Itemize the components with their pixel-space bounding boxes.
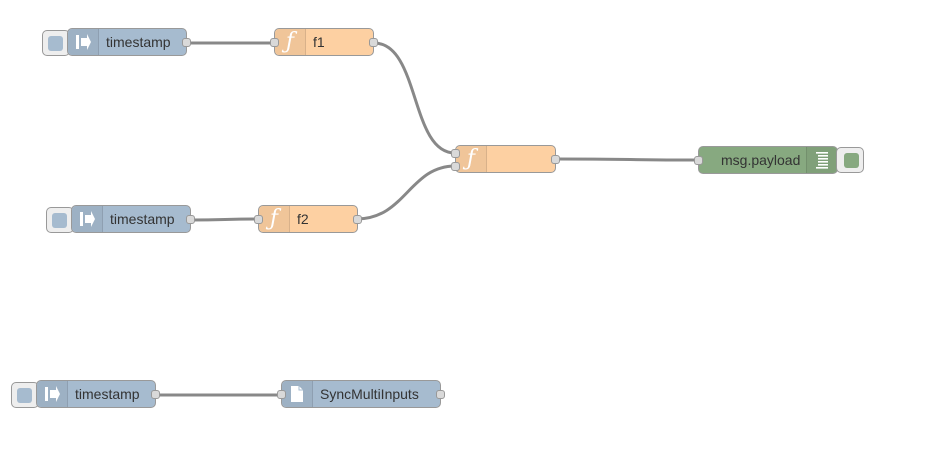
- function-icon: ƒ: [275, 29, 306, 55]
- inject-node[interactable]: timestamp: [71, 205, 195, 233]
- node-label: timestamp: [106, 34, 171, 50]
- input-port-1[interactable]: [451, 149, 460, 158]
- output-port[interactable]: [182, 38, 191, 47]
- inject-button-fill: [48, 36, 63, 51]
- debug-node[interactable]: msg.payload: [694, 146, 838, 174]
- debug-list-icon: [806, 147, 837, 173]
- output-port[interactable]: [186, 215, 195, 224]
- wire-f1-to-merge[interactable]: [373, 41, 456, 155]
- node-label: SyncMultiInputs: [320, 386, 419, 402]
- node-label: f1: [313, 34, 325, 50]
- merge-function-node[interactable]: ƒ: [451, 145, 560, 173]
- input-port[interactable]: [270, 38, 279, 47]
- wire-merge-to-debug[interactable]: [555, 157, 699, 162]
- function-node[interactable]: ƒ f2: [254, 205, 362, 233]
- input-port[interactable]: [277, 390, 286, 399]
- wire-f2-to-merge[interactable]: [356, 164, 456, 221]
- input-port-2[interactable]: [451, 162, 460, 171]
- node-label: timestamp: [75, 386, 140, 402]
- inject-button[interactable]: [42, 30, 70, 56]
- debug-toggle-fill: [844, 153, 859, 168]
- inject-node[interactable]: timestamp: [36, 380, 160, 408]
- node-label: f2: [297, 211, 309, 227]
- file-node[interactable]: SyncMultiInputs: [277, 380, 445, 408]
- inject-button[interactable]: [11, 382, 39, 408]
- inject-arrow-icon: [68, 29, 99, 55]
- output-port[interactable]: [369, 38, 378, 47]
- wire-inject2-to-f2[interactable]: [190, 217, 259, 222]
- inject-button-fill: [17, 388, 32, 403]
- node-label: timestamp: [110, 211, 175, 227]
- output-port[interactable]: [353, 215, 362, 224]
- output-port[interactable]: [151, 390, 160, 399]
- function-node[interactable]: ƒ f1: [270, 28, 378, 56]
- inject-button-fill: [52, 213, 67, 228]
- file-icon: [282, 381, 313, 407]
- inject-arrow-icon: [72, 206, 103, 232]
- output-port[interactable]: [551, 155, 560, 164]
- input-port[interactable]: [254, 215, 263, 224]
- inject-button[interactable]: [46, 207, 74, 233]
- function-icon: ƒ: [456, 146, 487, 172]
- input-port[interactable]: [694, 156, 703, 165]
- function-icon: ƒ: [259, 206, 290, 232]
- debug-toggle-button[interactable]: [836, 147, 864, 173]
- output-port[interactable]: [436, 390, 445, 399]
- inject-node[interactable]: timestamp: [67, 28, 191, 56]
- inject-arrow-icon: [37, 381, 68, 407]
- node-label: msg.payload: [721, 152, 801, 168]
